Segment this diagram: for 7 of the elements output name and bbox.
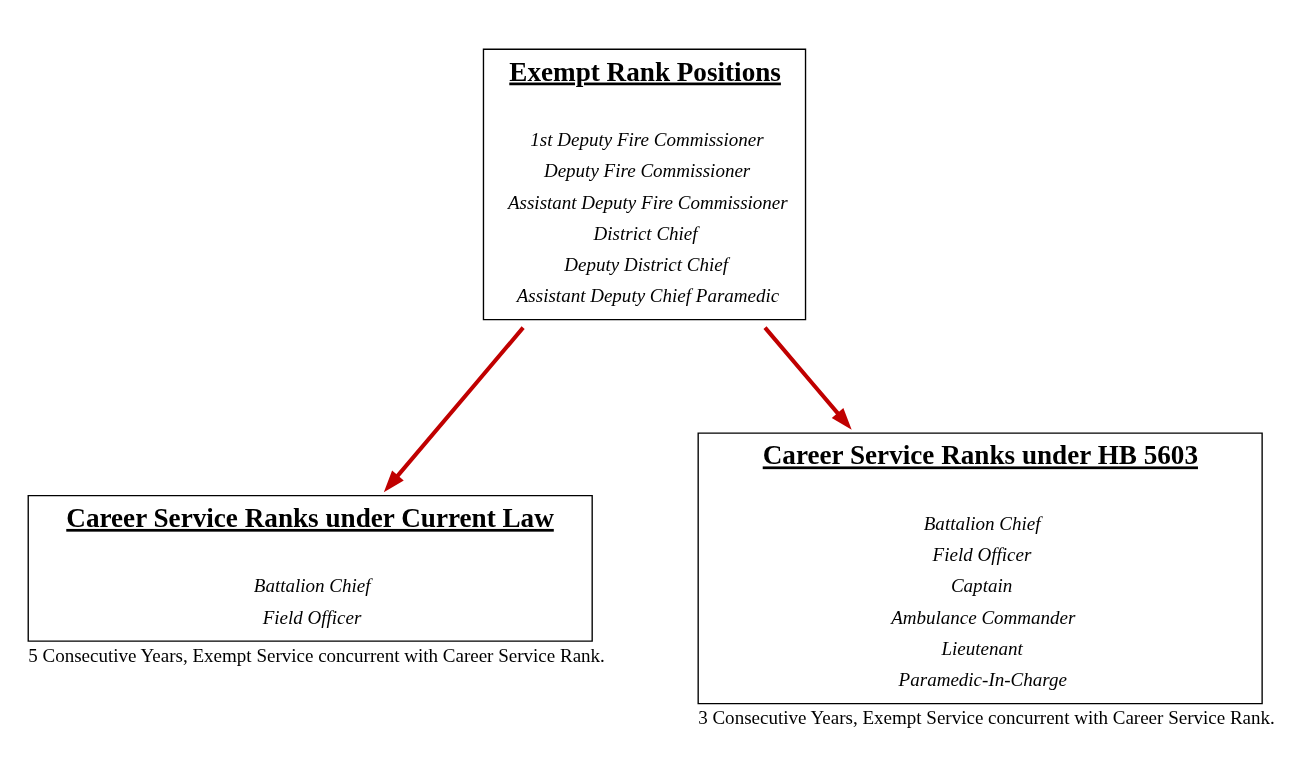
node-box: Career Service Ranks under HB 5603 Battalion Chief Field Officer Captain Ambulance Commander Lieutenant Paramedic-In-Charge [697,432,1263,704]
node-label: 3 Consecutive Years, Exempt Service concurrent with Career Service Rank. [698,706,1275,728]
node-box: Exempt Rank Positions 1st Deputy Fire Commissioner Deputy Fire Commissioner Assistant Deputy Fire Commissioner District Chief Deputy District Chief Assistant Deputy Chief Paramedic [482,48,807,320]
arrow [383,325,525,492]
node-label: 5 Consecutive Years, Exempt Service concurrent with Career Service Rank. [28,644,605,666]
node-box: Career Service Ranks under Current Law Battalion Chief Field Officer [27,494,593,642]
arrow [763,325,852,430]
